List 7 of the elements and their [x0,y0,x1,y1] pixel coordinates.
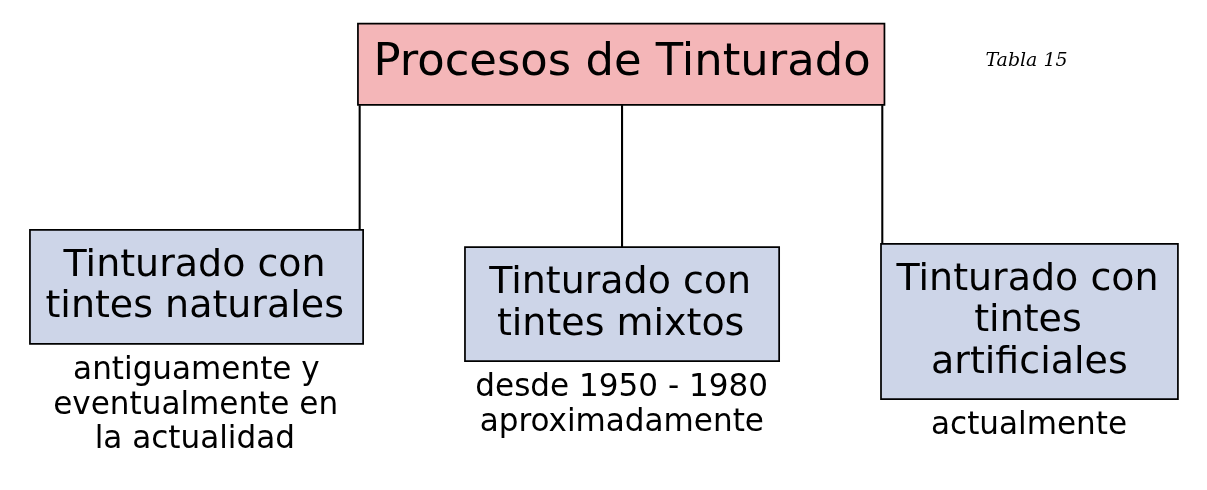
label: Tabla 15 [985,47,1068,70]
node-label: antiguamente y eventualmente en la actualidad [53,349,339,455]
connector [621,104,624,247]
connector [358,104,361,230]
node-label: desde 1950 - 1980 aproximadamente [475,366,769,438]
connector [881,104,884,243]
node-label: actualmente [931,404,1128,441]
